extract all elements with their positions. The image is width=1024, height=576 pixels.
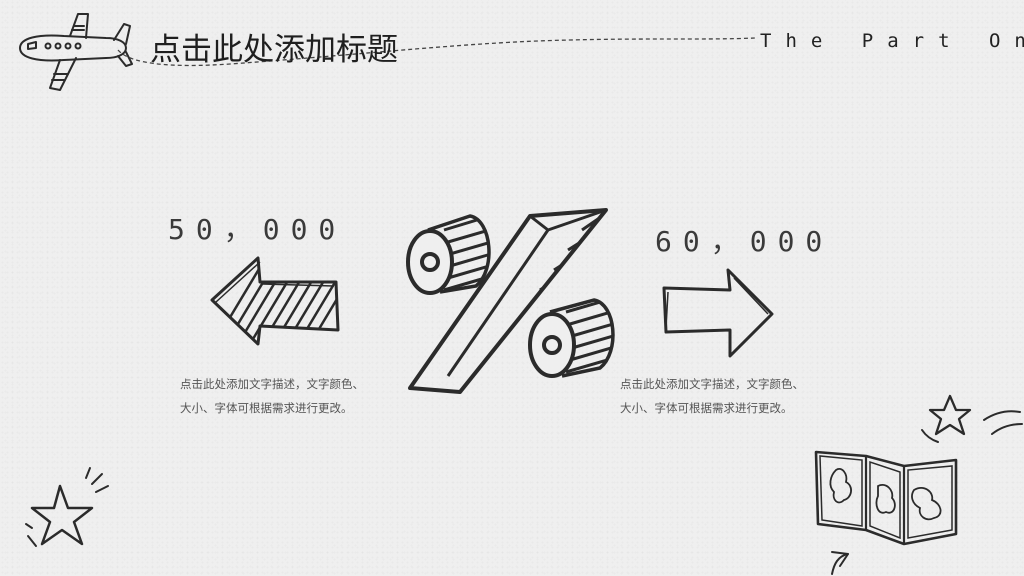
- star-icon: [25, 467, 109, 547]
- left-arrow-icon: [210, 256, 340, 346]
- page-title: 点击此处添加标题: [150, 32, 398, 68]
- map-icon: [814, 450, 958, 575]
- right-description-line1: 点击此处添加文字描述，文字颜色、: [620, 377, 804, 391]
- right-arrow-icon: [662, 268, 774, 358]
- star-icon-small: [921, 394, 1023, 443]
- part-label: The Part One: [760, 30, 1024, 52]
- percent-icon: [406, 208, 615, 394]
- airplane-icon: [19, 13, 133, 91]
- right-description-line2: 大小、字体可根据需求进行更改。: [620, 401, 793, 415]
- left-description: 点击此处添加文字描述，文字颜色、 大小、字体可根据需求进行更改。: [180, 372, 395, 420]
- right-description: 点击此处添加文字描述，文字颜色、 大小、字体可根据需求进行更改。: [620, 372, 835, 420]
- left-value: 50，000: [168, 213, 347, 246]
- right-value: 60，000: [655, 225, 834, 258]
- left-description-line1: 点击此处添加文字描述，文字颜色、: [180, 377, 364, 391]
- left-description-line2: 大小、字体可根据需求进行更改。: [180, 401, 353, 415]
